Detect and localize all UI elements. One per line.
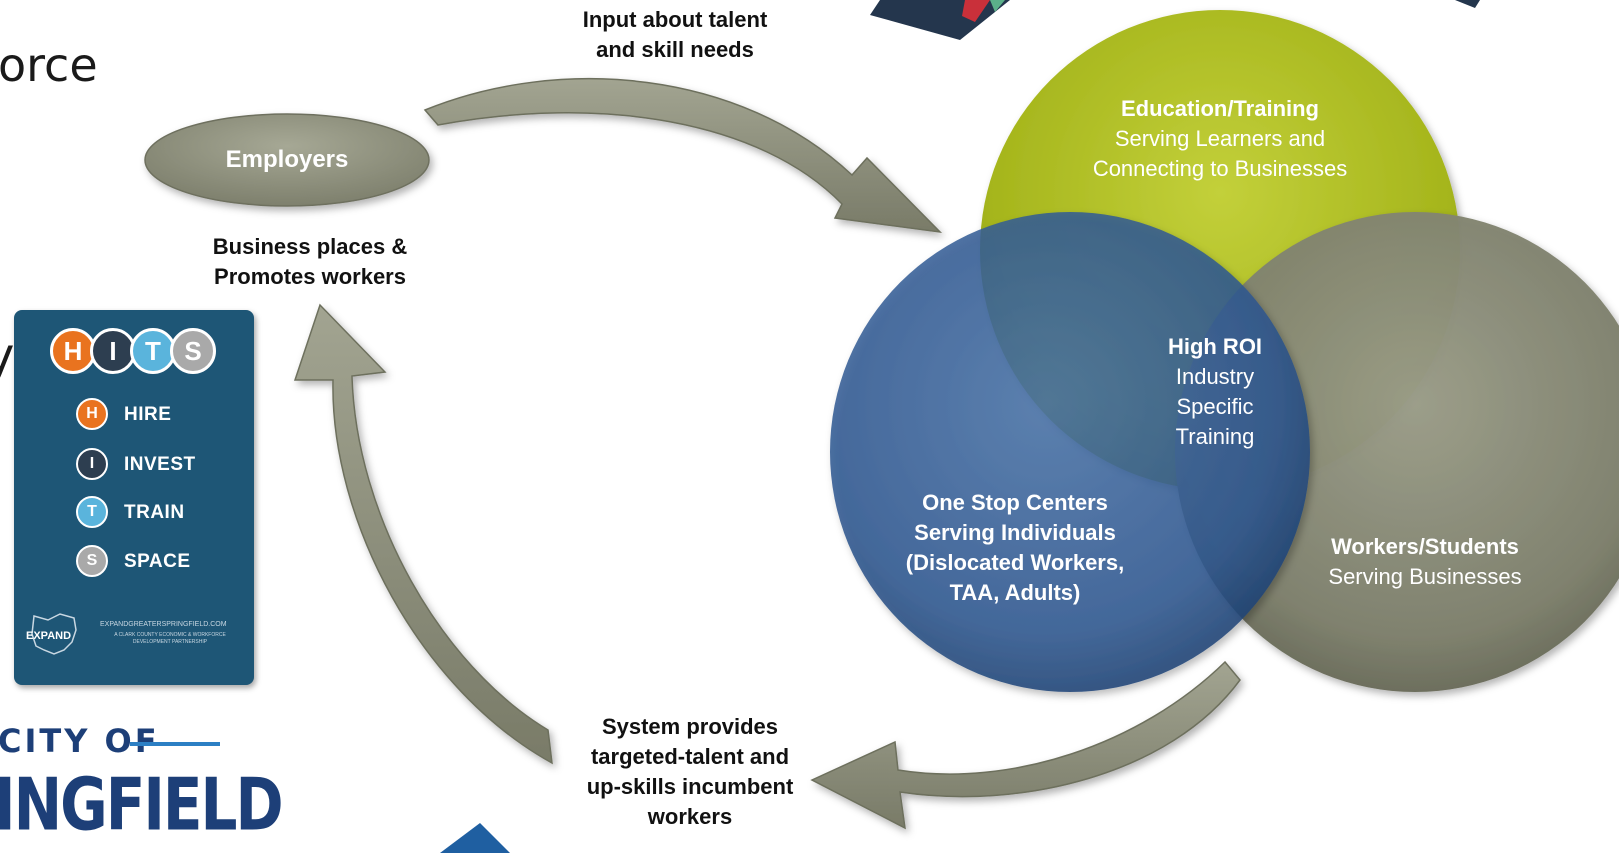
hits-item-space: S SPACE: [76, 545, 246, 579]
hire-label: HIRE: [124, 404, 172, 425]
output-label-line2: targeted-talent and: [590, 744, 790, 769]
onestop-line1: One Stop Centers: [922, 490, 1108, 515]
workers-text: Workers/Students Serving Businesses: [1300, 532, 1550, 592]
city-logo-rule: [130, 742, 220, 746]
hits-item-train: T TRAIN: [76, 496, 246, 530]
city-logo-line2: INGFIELD: [0, 762, 284, 847]
space-label: SPACE: [124, 551, 191, 572]
education-title: Education/Training: [1120, 96, 1319, 121]
onestop-circle: [830, 212, 1310, 692]
center-title: High ROI: [1167, 334, 1263, 359]
center-text: High ROI Industry Specific Training: [1140, 332, 1290, 452]
expand-word: EXPAND: [26, 630, 72, 642]
onestop-text: One Stop Centers Serving Individuals (Di…: [870, 488, 1160, 608]
center-line3: Training: [1175, 424, 1255, 449]
center-line1: Industry: [1175, 364, 1255, 389]
train-label: TRAIN: [124, 502, 185, 523]
hire-badge: H: [76, 398, 108, 430]
onestop-line2: Serving Individuals: [914, 520, 1116, 545]
invest-label: INVEST: [124, 454, 196, 475]
workers-line1: Serving Businesses: [1328, 564, 1522, 589]
hits-card: H I T S H HIRE I INVEST T TRAIN S SPACE …: [14, 310, 254, 685]
input-label-line2: and skill needs: [596, 37, 754, 62]
card-tagline-line2: DEVELOPMENT PARTNERSHIP: [132, 639, 208, 645]
card-tagline: A CLARK COUNTY ECONOMIC & WORKFORCE DEVE…: [100, 632, 240, 646]
output-label-line1: System provides: [601, 714, 779, 739]
hits-logo: H I T S: [50, 328, 230, 378]
employers-caption-line1: Business places &: [212, 234, 408, 259]
partial-title-text: orce: [0, 38, 98, 92]
invest-badge: I: [76, 448, 108, 480]
ohio-outline-icon: [31, 613, 77, 655]
employers-caption: Business places & Promotes workers: [185, 232, 435, 292]
onestop-line3: (Dislocated Workers,: [905, 550, 1125, 575]
center-line2: Specific: [1176, 394, 1254, 419]
output-arrow-label: System provides targeted-talent and up-s…: [555, 712, 825, 832]
education-line1: Serving Learners and: [1114, 126, 1326, 151]
train-badge: T: [76, 496, 108, 528]
input-arrow: [423, 77, 943, 234]
education-text: Education/Training Serving Learners and …: [1040, 94, 1400, 184]
onestop-line4: TAA, Adults): [949, 580, 1081, 605]
hits-letter-s: S: [170, 328, 216, 374]
card-tagline-line1: A CLARK COUNTY ECONOMIC & WORKFORCE: [114, 632, 226, 638]
output-arrow: [810, 660, 1241, 830]
city-logo: CITY OF INGFIELD: [0, 716, 284, 853]
education-line2: Connecting to Businesses: [1092, 156, 1348, 181]
employers-caption-line2: Promotes workers: [214, 264, 406, 289]
bottom-logo-fragment: [440, 823, 510, 853]
workers-title: Workers/Students: [1331, 534, 1519, 559]
partial-text-y: y: [0, 328, 15, 384]
hits-item-hire: H HIRE: [76, 398, 246, 432]
input-arrow-label: Input about talent and skill needs: [560, 5, 790, 65]
output-label-line4: workers: [647, 804, 733, 829]
input-label-line1: Input about talent: [582, 7, 768, 32]
venn-diagram: [830, 10, 1619, 692]
hits-item-invest: I INVEST: [76, 448, 246, 482]
workers-circle: [1175, 212, 1619, 692]
hits-letter-i: I: [90, 328, 136, 374]
expand-logo: EXPAND: [26, 610, 86, 660]
output-label-line3: up-skills incumbent: [586, 774, 794, 799]
employers-label: Employers: [225, 146, 349, 173]
employers-oval: [144, 113, 430, 207]
city-logo-line1: CITY OF: [0, 722, 160, 760]
corner-logo-fragment: [870, 0, 1480, 40]
return-arrow-up: [293, 303, 553, 765]
space-badge: S: [76, 545, 108, 577]
card-website: EXPANDGREATERSPRINGFIELD.COM: [100, 621, 227, 628]
